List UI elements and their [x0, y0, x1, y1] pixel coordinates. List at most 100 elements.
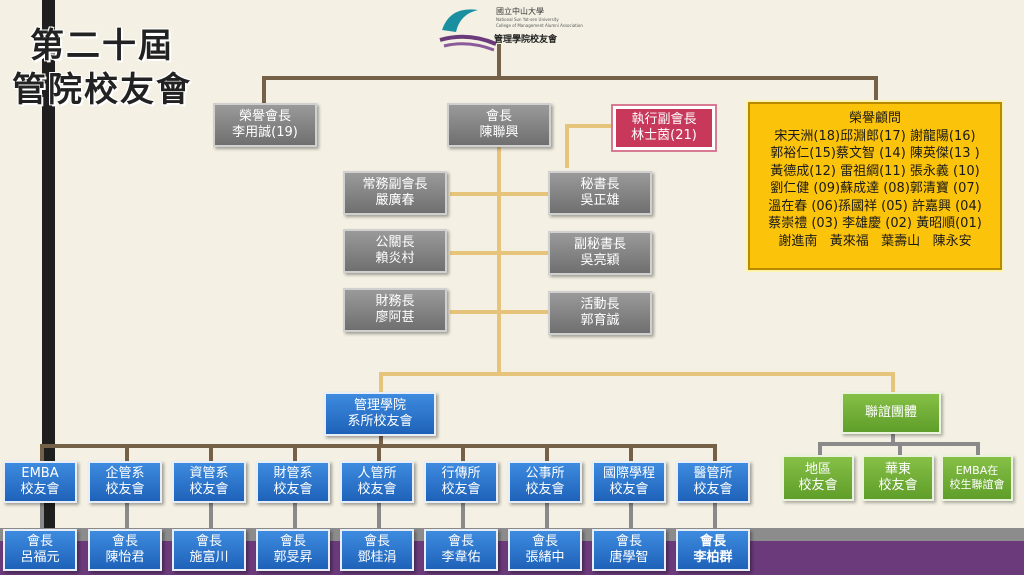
- connector: [545, 502, 549, 530]
- node-name: 李用誠(19): [232, 125, 298, 140]
- left-vertical-bar: [42, 0, 55, 575]
- chair-title: 會長: [447, 533, 474, 549]
- dept-line2: 校友會: [441, 482, 481, 497]
- node-title: 執行副會長: [631, 111, 697, 127]
- connector: [450, 251, 550, 255]
- dept-line2: 校友會: [273, 482, 313, 497]
- chair-name: 唐學智: [609, 550, 649, 565]
- logo-text-2: National Sun Yat-sen University: [496, 17, 559, 22]
- group-node: 地區校友會: [782, 455, 854, 501]
- node-name: 賴炎村: [375, 251, 415, 266]
- logo-mark-icon: [439, 9, 497, 52]
- node-name: 廖阿甚: [375, 310, 415, 325]
- page-title-line2: 管院校友會: [12, 70, 192, 110]
- connector: [125, 502, 129, 530]
- group-node: EMBA在校生聯誼會: [941, 455, 1013, 501]
- group-line1: 地區: [804, 461, 831, 477]
- node-line1: 管理學院: [353, 397, 406, 413]
- officer-node: 常務副會長 嚴廣春: [343, 171, 447, 215]
- chair-name: 呂福元: [20, 550, 60, 565]
- connector: [497, 44, 501, 80]
- connector: [262, 76, 266, 104]
- logo-text-1: 國立中山大學: [496, 7, 544, 16]
- connector: [293, 444, 297, 462]
- dept-line2: 校友會: [525, 482, 565, 497]
- connector: [379, 436, 383, 446]
- department-node: 公事所校友會: [508, 461, 582, 503]
- president-node: 會長 陳聯興: [447, 103, 551, 147]
- node-title: 公關長: [375, 234, 415, 250]
- dept-line2: 校友會: [357, 482, 397, 497]
- page-title-line1: 第二十屆: [30, 26, 174, 66]
- chair-title: 會長: [615, 533, 642, 549]
- officer-node: 公關長 賴炎村: [343, 229, 447, 273]
- dept-line1: 公事所: [525, 465, 565, 481]
- officer-node: 財務長 廖阿甚: [343, 288, 447, 332]
- connector: [891, 432, 895, 444]
- connector: [818, 442, 822, 456]
- node-label: 聯誼團體: [864, 404, 917, 420]
- dept-line2: 校友會: [105, 482, 145, 497]
- officer-node: 副秘書長 吳亮穎: [548, 231, 652, 275]
- chair-node: 會長張緒中: [508, 529, 582, 571]
- connector: [262, 76, 878, 80]
- dept-line1: 企管系: [105, 465, 145, 481]
- connector: [209, 444, 213, 462]
- department-node: 資管系校友會: [172, 461, 246, 503]
- chair-title: 會長: [279, 533, 306, 549]
- logo-text-3: College of Management Alumni Association: [496, 23, 583, 28]
- dept-line2: 校友會: [609, 482, 649, 497]
- node-title: 會長: [485, 108, 512, 124]
- advisors-line: 宋天洲(18)邱淵郎(17) 謝龍陽(16): [774, 128, 976, 144]
- connector: [450, 192, 550, 196]
- chair-name: 郭旻昇: [273, 550, 313, 565]
- logo-text-4: 管理學院校友會: [494, 35, 558, 45]
- group-line2: 校友會: [798, 478, 838, 493]
- node-name: 嚴廣春: [375, 193, 415, 208]
- node-name: 陳聯興: [479, 125, 519, 140]
- advisors-line: 劉仁健 (09)蘇成達 (08)郭清寶 (07): [770, 181, 980, 197]
- advisors-line: 溫在春 (06)孫國祥 (05) 許嘉興 (04): [768, 198, 982, 214]
- dept-line1: 人管所: [357, 465, 397, 481]
- connector: [40, 444, 44, 462]
- honorary-advisors-node: 榮譽顧問 宋天洲(18)邱淵郎(17) 謝龍陽(16) 郭裕仁(15)蔡文智 (…: [746, 100, 1004, 272]
- chair-title: 會長: [699, 533, 726, 549]
- connector: [565, 124, 569, 168]
- logo: 國立中山大學 National Sun Yat-sen University C…: [438, 4, 583, 54]
- chair-title: 會長: [195, 533, 222, 549]
- connector: [377, 444, 381, 462]
- advisors-title: 榮譽顧問: [848, 111, 901, 126]
- chair-node: 會長李韋佑: [424, 529, 498, 571]
- chair-name: 李柏群: [693, 550, 733, 565]
- chair-title: 會長: [531, 533, 558, 549]
- chair-name: 鄧桂涓: [357, 550, 397, 565]
- node-name: 林士茵(21): [631, 128, 697, 143]
- honorary-president-node: 榮譽會長 李用誠(19): [213, 103, 317, 147]
- chair-node: 會長李柏群: [676, 529, 750, 571]
- connector: [125, 444, 129, 462]
- department-node: 行傳所校友會: [424, 461, 498, 503]
- node-title: 副秘書長: [573, 236, 626, 252]
- dept-line1: 資管系: [189, 465, 229, 481]
- chair-title: 會長: [363, 533, 390, 549]
- dept-line1: 財管系: [273, 465, 313, 481]
- advisors-line: 郭裕仁(15)蔡文智 (14) 陳英傑(13 ): [770, 146, 980, 162]
- connector: [713, 444, 717, 462]
- node-name: 吳正雄: [580, 193, 620, 208]
- node-line2: 系所校友會: [347, 414, 413, 429]
- node-title: 財務長: [375, 293, 415, 309]
- department-node: 企管系校友會: [88, 461, 162, 503]
- connector: [40, 502, 44, 530]
- advisors-line: 謝進南 黃來福 葉壽山 陳永安: [778, 233, 972, 249]
- chair-name: 李韋佑: [441, 550, 481, 565]
- dept-line2: 校友會: [20, 482, 60, 497]
- group-line2: 校友會: [878, 478, 918, 493]
- friendship-branch-node: 聯誼團體: [841, 392, 941, 434]
- chair-name: 施富川: [189, 550, 229, 565]
- advisors-line: 黃德成(12) 雷祖綱(11) 張永義 (10): [770, 163, 980, 179]
- chair-node: 會長唐學智: [592, 529, 666, 571]
- officer-node: 秘書長 吳正雄: [548, 171, 652, 215]
- chair-name: 陳怡君: [105, 550, 145, 565]
- chair-node: 會長鄧桂涓: [340, 529, 414, 571]
